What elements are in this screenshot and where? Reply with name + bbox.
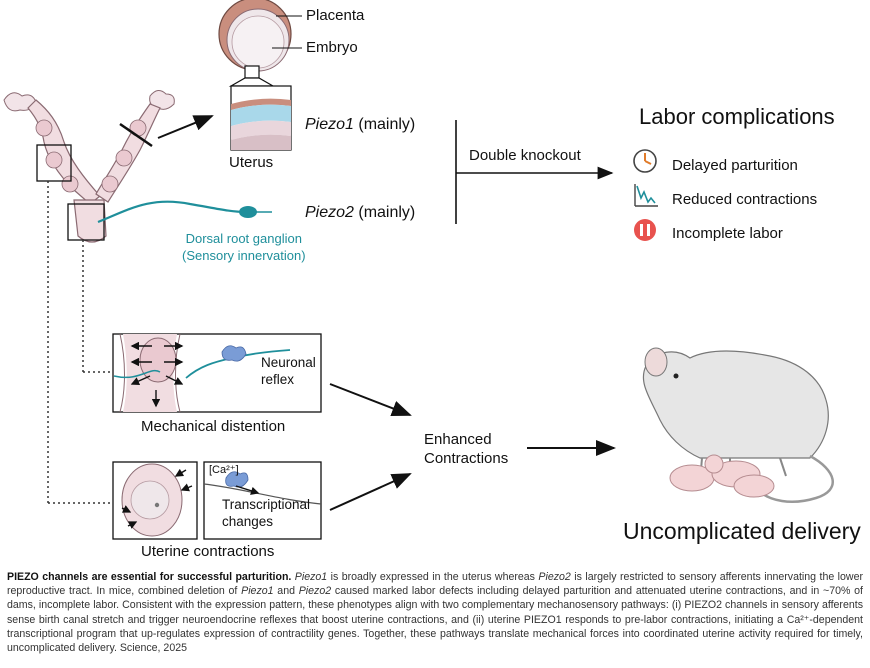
mechanical-distention-panel	[112, 333, 322, 413]
enhanced-line1: Enhanced	[424, 431, 492, 448]
drg-line1: Dorsal root ganglion	[185, 231, 302, 246]
caption-text: is largely restricted to sensory afferen…	[7, 571, 863, 598]
diagram-canvas	[3, 0, 834, 540]
transcriptional-changes-label: Transcriptional changes	[222, 496, 310, 530]
uncomplicated-delivery-label: Uncomplicated delivery	[623, 518, 861, 544]
calcium-label: [Ca²⁺]	[209, 464, 239, 476]
transcriptional-line2: changes	[222, 514, 274, 529]
pause-icon	[634, 219, 656, 241]
piezo1-gene-name: Piezo1	[305, 116, 354, 133]
embryo-label: Embryo	[306, 39, 358, 56]
piezo1-label: Piezo1 (mainly)	[305, 116, 415, 134]
complication-label: Reduced contractions	[672, 190, 818, 208]
caption-text: is broadly expressed in the uterus where…	[327, 571, 539, 583]
embryo-placenta-illustration	[218, 0, 302, 72]
caption-text: caused marked labor defects including de…	[7, 585, 863, 655]
clock-icon	[633, 149, 657, 173]
caption-gene: Piezo2	[538, 571, 571, 583]
labor-complications-heading: Labor complications	[639, 104, 835, 129]
transcriptional-line1: Transcriptional	[222, 497, 311, 512]
piezo2-gene-name: Piezo2	[305, 204, 354, 221]
uterine-contractions-panel	[112, 461, 322, 540]
complication-incomplete-labor: Incomplete labor	[632, 220, 783, 246]
complication-reduced-contractions: Reduced contractions	[632, 186, 817, 212]
neuronal-reflex-line1: Neuronal	[261, 355, 316, 370]
mouse-illustration	[642, 347, 834, 503]
piezo1-suffix: (mainly)	[353, 116, 416, 133]
sensory-nerve	[97, 200, 272, 224]
piezo2-suffix: (mainly)	[353, 204, 416, 221]
neuronal-reflex-line2: reflex	[261, 372, 295, 387]
uterine-contractions-label: Uterine contractions	[141, 543, 275, 560]
caption-gene: Piezo1	[294, 571, 328, 583]
placenta-label: Placenta	[306, 7, 365, 24]
caption-gene: Piezo1	[241, 585, 274, 598]
piezo2-label: Piezo2 (mainly)	[305, 204, 415, 222]
complication-label: Incomplete labor	[672, 224, 783, 242]
dotted-connectors	[47, 181, 113, 504]
enhanced-line2: Contractions	[424, 450, 509, 467]
mechanical-distention-label: Mechanical distention	[141, 418, 286, 435]
double-knockout-label: Double knockout	[469, 147, 581, 164]
caption-title: PIEZO channels are essential for success…	[7, 571, 292, 583]
uterus-section-illustration	[228, 65, 292, 151]
caption-gene: Piezo2	[298, 585, 332, 598]
enhanced-contractions-label: Enhanced Contractions	[424, 430, 508, 468]
complication-delayed-parturition: Delayed parturition	[632, 152, 798, 178]
uterus-label: Uterus	[229, 154, 274, 171]
neuronal-reflex-label: Neuronal reflex	[261, 354, 316, 388]
declining-trace-icon	[634, 184, 658, 207]
drg-line2: (Sensory innervation)	[182, 248, 306, 263]
knockout-bracket	[455, 120, 614, 224]
uterus-illustration	[3, 90, 175, 243]
caption-text: and	[273, 585, 299, 598]
figure-caption: PIEZO channels are essential for success…	[7, 570, 863, 655]
dorsal-root-ganglion-label: Dorsal root ganglion (Sensory innervatio…	[182, 230, 306, 264]
complication-label: Delayed parturition	[672, 156, 798, 174]
